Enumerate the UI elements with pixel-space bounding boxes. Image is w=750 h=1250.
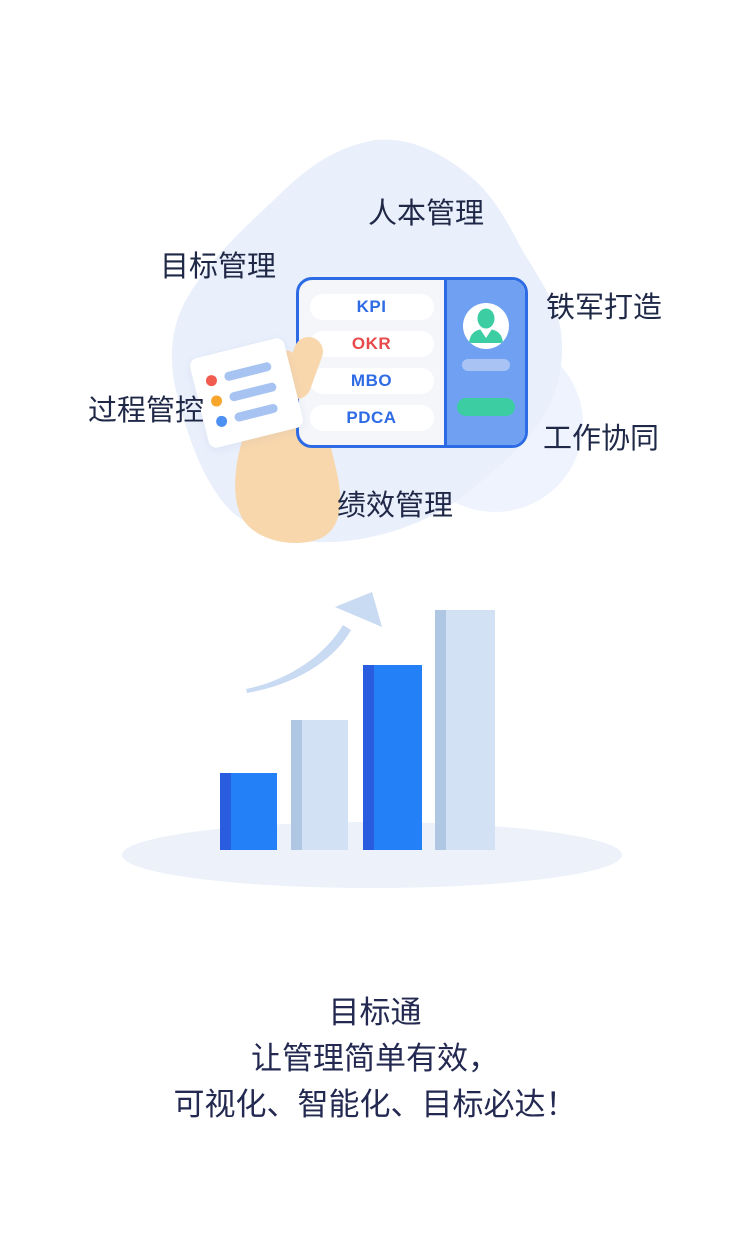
feature-label-mubiao: 目标管理 [160, 251, 277, 283]
tagline-line-2: 让管理简单有效， [251, 1041, 499, 1076]
feature-illustration: KPI OKR MBO PDCA [0, 0, 750, 560]
methods-card: KPI OKR MBO PDCA [296, 277, 528, 448]
growth-arrow-icon [246, 592, 382, 693]
feature-label-guocheng: 过程管控 [88, 395, 205, 427]
name-placeholder-bar [462, 359, 510, 371]
tagline-line-1: 目标通 [328, 995, 422, 1030]
note-text-line [223, 360, 273, 382]
feature-label-gongzuo: 工作协同 [543, 423, 660, 455]
action-placeholder-pill [457, 398, 515, 416]
chart-bar [220, 773, 277, 850]
methods-list: KPI OKR MBO PDCA [299, 280, 444, 445]
chart-bar [291, 720, 348, 850]
bullet-dot-red [204, 373, 219, 387]
tagline-block: 目标通 让管理简单有效， 可视化、智能化、目标必达！ [0, 990, 750, 1128]
feature-label-tiejun: 铁军打造 [546, 292, 663, 324]
chart-bar [363, 665, 422, 850]
bullet-dot-orange [209, 393, 224, 408]
feature-label-renben: 人本管理 [368, 198, 485, 230]
method-pill-okr: OKR [309, 331, 434, 357]
tagline-line-3: 可视化、智能化、目标必达！ [173, 1087, 577, 1122]
method-pill-pdca: PDCA [309, 405, 434, 431]
chart-bar [435, 610, 495, 850]
profile-panel [444, 280, 525, 445]
note-text-line [233, 402, 279, 422]
feature-label-jixiao: 绩效管理 [337, 490, 454, 522]
note-text-line [228, 381, 278, 402]
method-pill-kpi: KPI [309, 294, 434, 320]
method-pill-mbo: MBO [309, 368, 434, 394]
bullet-dot-blue [214, 414, 229, 428]
business-person-icon [463, 303, 509, 349]
